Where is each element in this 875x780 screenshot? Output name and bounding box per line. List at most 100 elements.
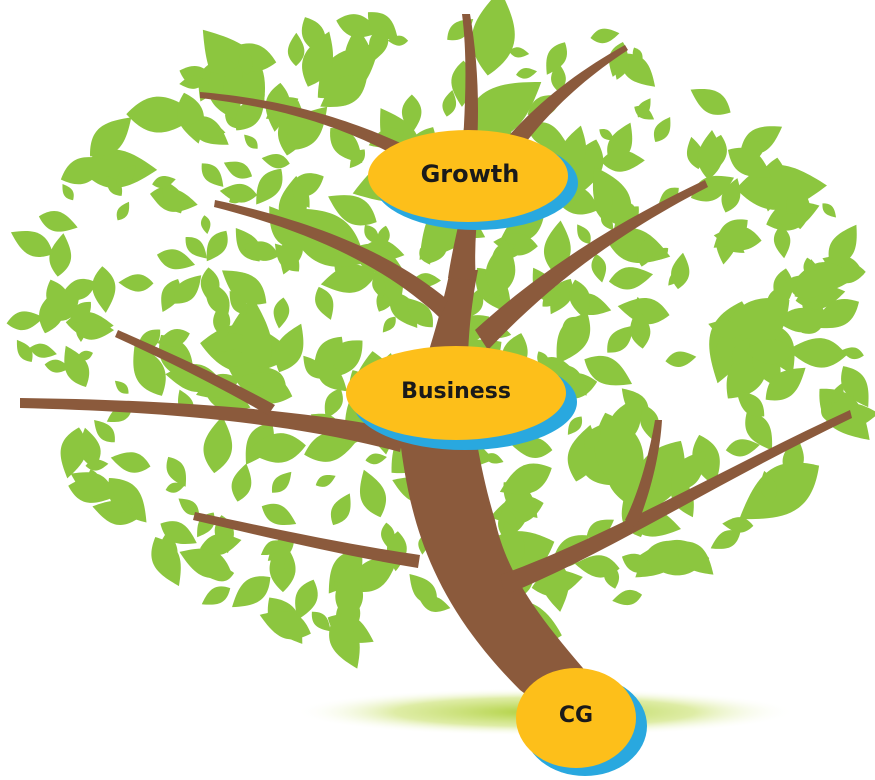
leaf [727,147,772,178]
leaf [721,178,741,213]
leaf [607,325,634,353]
leaf [722,517,754,533]
leaf [377,225,390,250]
leaf [794,269,837,299]
leaf [671,450,706,492]
leaf [218,349,252,367]
leaf [316,364,347,392]
leaf [584,425,601,450]
leaf [273,297,290,329]
leaf [328,195,377,226]
leaf [731,337,750,366]
branch-mid-right [475,180,708,350]
leaf [219,183,258,203]
node-business-oval [346,346,566,440]
leaf [29,343,57,358]
leaf [114,380,129,394]
leaf [165,482,186,493]
branch-long-left [20,398,405,452]
leaf [621,553,655,574]
leaf [336,14,381,38]
leaf [259,611,311,640]
leaf [537,351,550,371]
node-business: Business [346,346,577,450]
leaf [584,355,633,386]
leaf [710,530,741,549]
leaf [161,278,181,313]
leaf [620,53,656,87]
leaf [116,201,130,221]
leaf [303,355,323,379]
leaf [287,32,305,67]
leaf [90,117,132,157]
leaf [608,267,654,290]
leaf [365,453,387,465]
leaf [215,333,244,352]
leaf [630,308,651,349]
leaf [158,530,178,570]
leaf [284,558,296,578]
leaf [841,347,864,360]
leaf [828,224,857,267]
leaf [760,470,778,503]
leaf [201,163,224,187]
leaf [617,298,670,325]
leaf [315,475,336,487]
leaf [367,12,399,41]
leaf [542,289,561,307]
leaf [462,82,542,140]
leaf [591,254,607,283]
leaf [713,219,748,248]
leaf [590,28,620,44]
leaf [299,235,347,260]
leaf [106,175,123,196]
leaf [73,319,115,340]
leaf [600,149,645,172]
leaf [242,241,279,261]
leaf [739,462,820,520]
leaf [223,66,243,97]
leaf [79,427,101,469]
leaf [274,243,300,272]
branch-long-right [500,410,852,595]
leaf [401,94,422,135]
leaf [60,427,87,479]
leaf [743,339,794,365]
leaf [665,351,697,367]
leaf [765,367,806,401]
leaf [235,372,293,404]
leaf [49,233,72,277]
branch-left-up [115,330,275,415]
leaf [382,316,396,333]
leaf [676,541,714,575]
leaf [813,298,860,329]
node-growth-oval [368,130,568,222]
leaf [615,55,629,80]
leaf [787,338,847,368]
leaf [594,412,644,503]
leaf [75,350,93,361]
leaf [668,271,681,286]
leaf [59,278,96,301]
leaf [653,116,671,143]
leaf [231,463,252,502]
node-business-label: Business [401,379,511,404]
leaf [108,500,133,513]
leaf [508,47,530,58]
leaf [271,471,292,493]
leaf [261,503,297,526]
leaf [162,180,184,214]
leaf [185,237,207,259]
leaf [110,452,151,473]
leaf [499,463,552,495]
leaf [156,249,196,270]
leaf [612,589,643,606]
leaf [64,345,90,387]
leaf [60,157,109,185]
leaf [44,359,71,373]
leaf [484,453,504,464]
node-cg: CG [516,668,647,776]
leaf [330,493,351,526]
leaf [256,168,283,205]
